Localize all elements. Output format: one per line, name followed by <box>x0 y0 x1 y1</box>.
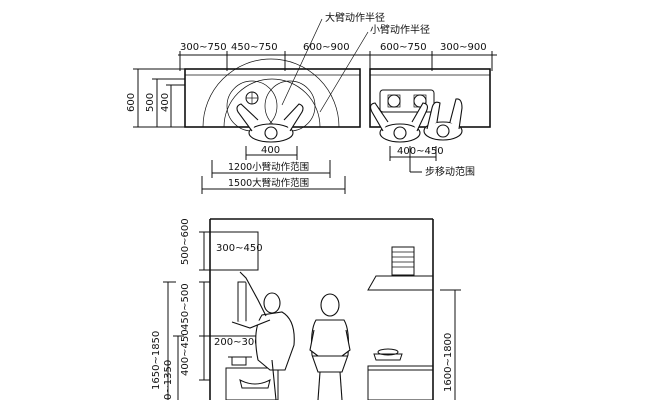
label-upper-arm-radius: 大臂动作半径 <box>325 11 385 24</box>
top-dim-1: 300~750 <box>180 42 227 53</box>
elev-dim-450-500: 450~500 <box>180 283 191 330</box>
elevation-person-middle <box>309 293 351 400</box>
top-dim-5: 300~900 <box>440 42 487 53</box>
elev-dim-1600-1800: 1600~1800 <box>443 333 454 392</box>
stove-counter <box>367 348 434 400</box>
dim-upper-arm-range: 1500大臂动作范围 <box>228 177 309 189</box>
dim-forearm-range: 1200小臂动作范围 <box>228 161 309 173</box>
dim-400: 400 <box>261 145 280 156</box>
plan-person-right <box>369 98 463 143</box>
top-dim-2: 450~750 <box>231 42 278 53</box>
plan-person-left <box>236 103 304 143</box>
stove-top <box>379 89 435 113</box>
label-forearm-radius: 小臂动作半径 <box>370 23 430 36</box>
range-hood <box>367 246 434 291</box>
left-dim-500: 500 <box>145 93 156 112</box>
upper-arm-arc <box>202 58 340 128</box>
top-dim-4: 600~750 <box>380 42 427 53</box>
base-cabinet <box>225 367 279 400</box>
top-dim-3: 600~900 <box>303 42 350 53</box>
dim-300-450: 300~450 <box>216 243 263 254</box>
elev-dim-1650-1850: 1650~1850 <box>151 331 162 390</box>
plan-view: 300~750 450~750 600~900 600~750 300~900 … <box>126 11 497 194</box>
dim-400-450: 400~450 <box>397 146 444 157</box>
elev-dim-0-1350: 0~1350 <box>163 360 174 400</box>
elevation-person-left <box>231 271 295 400</box>
elev-dim-500-600: 500~600 <box>180 218 191 265</box>
label-step-range: 步移动范围 <box>425 165 475 178</box>
left-dim-600: 600 <box>126 93 137 112</box>
elev-dim-400-450: 400~450 <box>180 329 191 376</box>
left-dim-400: 400 <box>160 93 171 112</box>
dim-200-300: 200~300 <box>214 337 261 348</box>
counter-left <box>184 68 361 128</box>
elevation-view: 300~450 200~300 <box>151 218 461 400</box>
